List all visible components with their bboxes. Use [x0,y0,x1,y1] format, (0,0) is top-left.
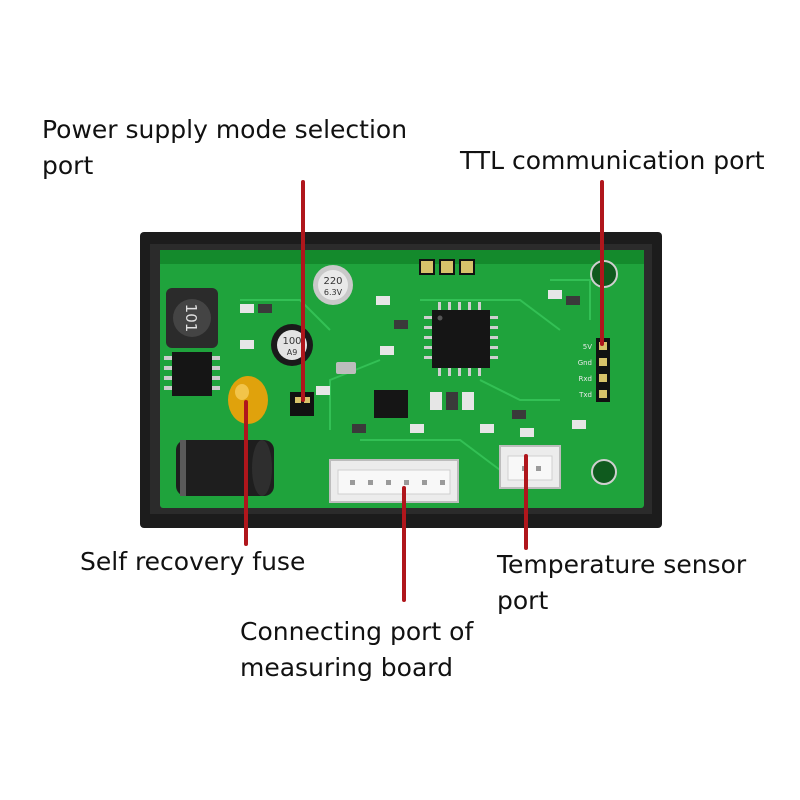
label-temp-line1: Temperature sensor [497,550,747,579]
temperature-sensor-connector [499,445,561,489]
cap-mid-mark: 100 [282,336,301,347]
pointer-lines [244,180,604,602]
cap-top-mark: 220 [323,276,342,287]
label-power-supply-line1: Power supply mode selection [42,115,408,144]
capacitor-mid: 100 A9 [271,324,313,366]
inductor: 101 [166,288,218,348]
measuring-board-connector [329,459,459,503]
top-header-pads [419,259,475,275]
microcontroller [424,302,498,376]
label-power-supply-line2: port [42,151,94,180]
electrolytic-capacitor [176,440,274,496]
regulator-ic [172,352,212,396]
label-temp-line2: port [497,586,549,615]
capacitor-top: 220 6.3V [313,265,353,305]
pcb-shade [160,250,644,264]
inductor-mark: 101 [182,304,200,333]
ttl-pin-txd: Txd [578,391,592,399]
label-ttl-port: TTL communication port [460,146,765,175]
label-power-supply-mode: Power supply mode selection port [42,112,407,184]
cap-top-mark-2: 6.3V [324,288,343,297]
ttl-pin-5v: 5V [583,343,592,351]
mount-hole-br [591,459,617,485]
pcb-traces [200,279,591,471]
self-recovery-fuse [228,376,268,424]
label-fuse: Self recovery fuse [80,547,306,576]
ttl-pin-gnd: Gnd [578,359,592,367]
ttl-pin-rxd: Rxd [579,375,592,383]
op-amp-ic [374,390,408,418]
ttl-header: 5V Gnd Rxd Txd [578,338,610,402]
cap-mid-mark-2: A9 [287,348,298,357]
crystal [336,362,356,374]
label-temperature-sensor: Temperature sensor port [497,547,746,619]
label-measuring-port: Connecting port of measuring board [240,614,473,686]
label-measuring-line1: Connecting port of [240,617,474,646]
pcb-board [160,250,644,508]
smd-components [240,290,586,437]
label-measuring-line2: measuring board [240,653,454,682]
regulator-pins [164,356,220,390]
